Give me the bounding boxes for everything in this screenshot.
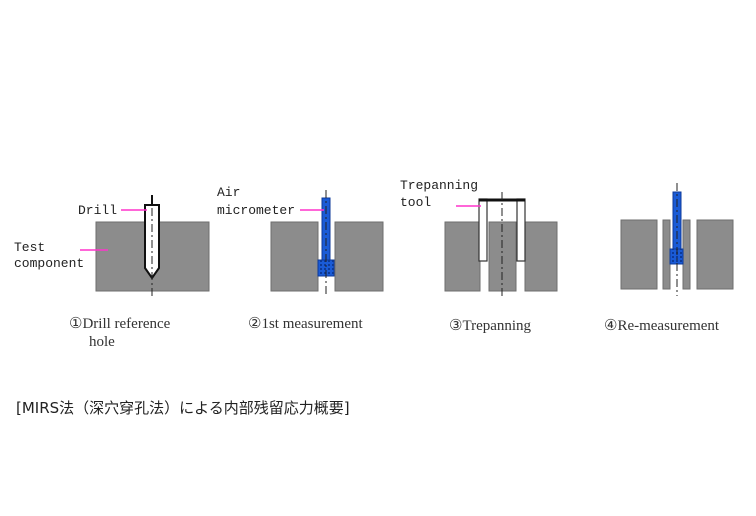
block-4-core-left	[662, 219, 671, 290]
step-4-caption: ④Re-measurement	[604, 318, 720, 334]
step-1-drill-reference-hole: Drill Test component ①Drill reference ho…	[14, 195, 210, 350]
test-component-label-line-1: Test	[14, 240, 45, 255]
step-3-caption: ③Trepanning	[449, 318, 532, 334]
trepanning-tool-label-line-2: tool	[400, 195, 431, 210]
trepanning-tool-left-wall	[478, 198, 488, 262]
step-3-caption-line-1: ③Trepanning	[449, 318, 532, 334]
trepanning-tool-label-line-1: Trepanning	[400, 178, 478, 193]
block-2-left	[270, 221, 319, 292]
air-micrometer-label-line-2: micrometer	[217, 203, 295, 218]
step-4-caption-line-1: ④Re-measurement	[604, 318, 720, 334]
block-4-right	[696, 219, 734, 290]
step-1-caption: ①Drill reference hole	[69, 316, 174, 350]
air-micrometer-label: Air micrometer	[217, 185, 295, 218]
trepanning-tool-label: Trepanning tool	[400, 178, 486, 210]
figure-caption: [MIRS法（深穴穿孔法）による内部残留応力概要]	[16, 399, 350, 417]
block-4-left	[620, 219, 658, 290]
block-2-right	[334, 221, 384, 292]
step-2-first-measurement: Air micrometer ②1st measurement	[217, 185, 384, 332]
trepanning-tool-right-wall	[516, 198, 526, 262]
block-3-left	[444, 221, 481, 292]
air-micrometer-label-line-1: Air	[217, 185, 240, 200]
step-2-caption: ②1st measurement	[248, 316, 364, 332]
step-1-caption-line-2: hole	[89, 334, 115, 350]
block-3-right	[524, 221, 558, 292]
step-2-caption-line-1: ②1st measurement	[248, 316, 364, 332]
block-4-core-right	[682, 219, 691, 290]
drill-label: Drill	[78, 203, 117, 218]
test-component-label: Test component	[14, 240, 84, 271]
step-4-re-measurement: ④Re-measurement	[604, 183, 734, 334]
step-3-trepanning: Trepanning tool ③Trepanning	[400, 178, 558, 334]
step-1-caption-line-1: ①Drill reference	[69, 316, 171, 332]
test-component-label-line-2: component	[14, 256, 84, 271]
